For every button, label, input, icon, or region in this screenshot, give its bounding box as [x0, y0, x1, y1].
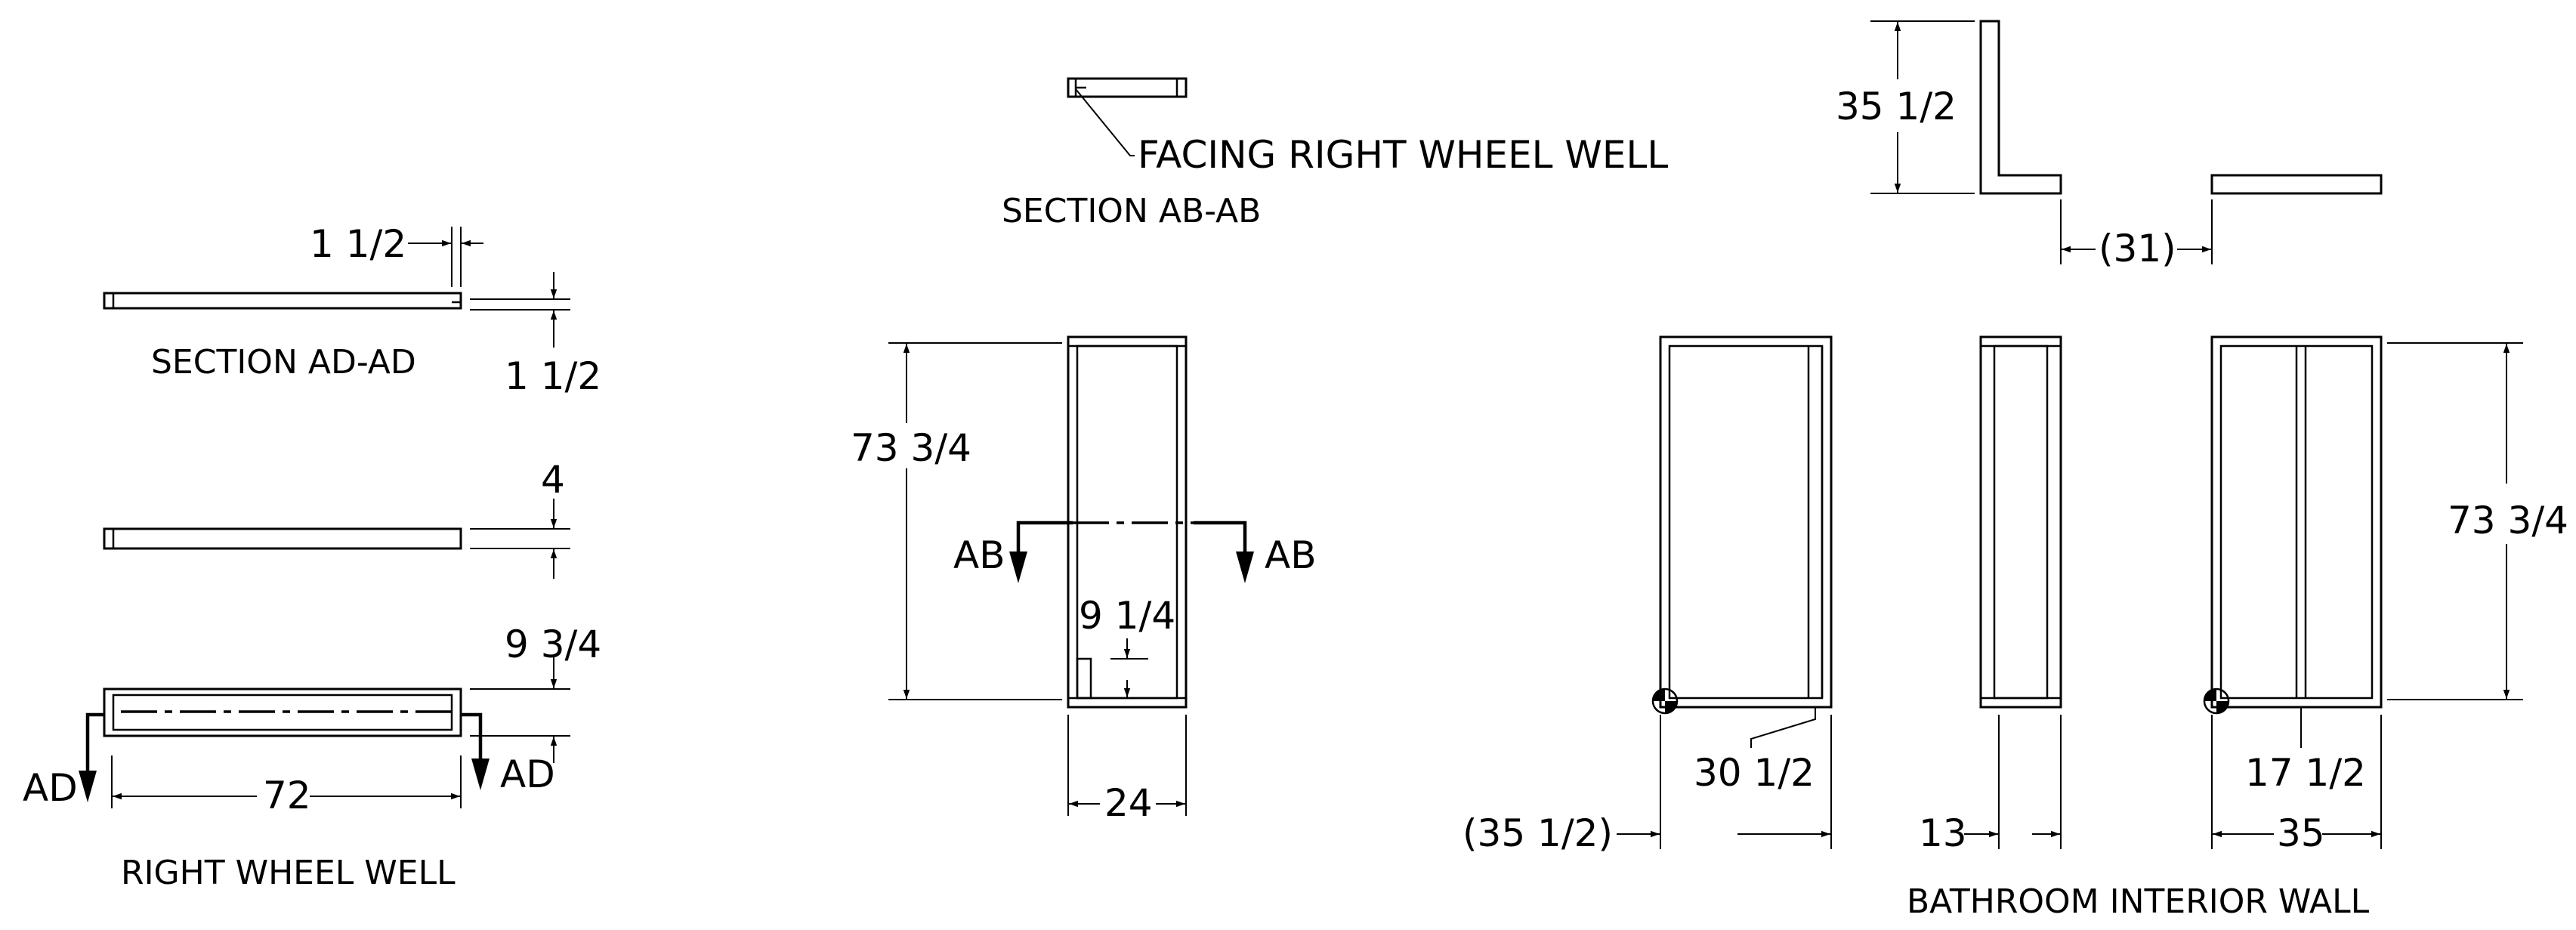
- dim-facing-inner: 9 1/4: [1079, 594, 1175, 697]
- dim-plan-height-label: 35 1/2: [1836, 85, 1957, 128]
- bathroom-wall-group: 35 1/2 (31) 30 1/2 (35 1/2): [1463, 20, 2568, 921]
- bathroom-wall-title: BATHROOM INTERIOR WALL: [1907, 882, 2370, 921]
- dim-facing-width: 24: [1067, 715, 1187, 825]
- dim-plan-height: 35 1/2: [1836, 20, 1975, 194]
- dim-c-width-label: 35: [2277, 811, 2325, 855]
- right-wheel-well-title: RIGHT WHEEL WELL: [121, 854, 456, 892]
- dim-facing-height-label: 73 3/4: [851, 426, 971, 470]
- dim-height-4: 4: [470, 458, 570, 579]
- dim-facing-inner-label: 9 1/4: [1079, 594, 1175, 638]
- cut-line-ad: AD AD: [23, 712, 555, 810]
- board-4: [103, 527, 462, 550]
- dim-thickness-x-label: 1 1/2: [310, 222, 406, 266]
- dim-b-width-label: 13: [1919, 811, 1967, 855]
- section-ab-callout: FACING RIGHT WHEEL WELL: [1138, 133, 1668, 177]
- dim-wall-height: 73 3/4: [2387, 342, 2568, 700]
- right-wheel-well-group: 1 1/2 1 1/2 SECTION AD-AD 4: [23, 222, 601, 892]
- cut-label-ad-left: AD: [23, 766, 78, 810]
- dim-thickness-y: 1 1/2: [470, 272, 601, 398]
- dim-length: 72: [111, 755, 462, 817]
- cut-label-ab-right: AB: [1265, 533, 1317, 577]
- dim-wall-height-label: 73 3/4: [2448, 499, 2568, 542]
- section-ad-title: SECTION AD-AD: [151, 343, 416, 382]
- dim-length-label: 72: [263, 774, 311, 817]
- cut-label-ad-right: AD: [500, 752, 555, 796]
- dim-a-stud-label: 30 1/2: [1694, 751, 1815, 795]
- wheel-well-plan: [103, 687, 462, 737]
- dim-a-width-label: (35 1/2): [1463, 811, 1613, 855]
- section-ab-board: FACING RIGHT WHEEL WELL: [1067, 77, 1668, 177]
- dim-c-stud-label: 17 1/2: [2245, 751, 2366, 795]
- cut-label-ab-left: AB: [953, 533, 1005, 577]
- dim-facing-width-label: 24: [1104, 781, 1153, 825]
- dim-facing-height: 73 3/4: [851, 342, 1062, 700]
- dim-gap-label: (31): [2099, 227, 2176, 270]
- wall-elevation-b: [1979, 335, 2062, 709]
- section-ab-group: FACING RIGHT WHEEL WELL SECTION AB-AB AB…: [851, 77, 1668, 825]
- dim-a-width: (35 1/2): [1463, 715, 1832, 855]
- dim-b-width: 13: [1919, 715, 2062, 855]
- dim-height-9: 9 3/4: [470, 623, 601, 763]
- section-ad-board: [103, 292, 462, 310]
- dim-gap: (31): [2060, 199, 2213, 270]
- dim-thickness-x: 1 1/2: [310, 222, 483, 287]
- cut-line-ab: AB AB: [953, 521, 1317, 583]
- dim-height-4-label: 4: [541, 458, 565, 502]
- dim-thickness-y-label: 1 1/2: [505, 354, 601, 398]
- dim-height-9-label: 9 3/4: [505, 623, 601, 666]
- section-ab-title: SECTION AB-AB: [1002, 192, 1261, 230]
- wall-elevation-a: 30 1/2: [1651, 335, 1833, 795]
- wall-elevation-c: 17 1/2: [2203, 335, 2383, 795]
- dim-c-width: 35: [2211, 715, 2382, 855]
- bathroom-wall-plan: [1979, 20, 2383, 195]
